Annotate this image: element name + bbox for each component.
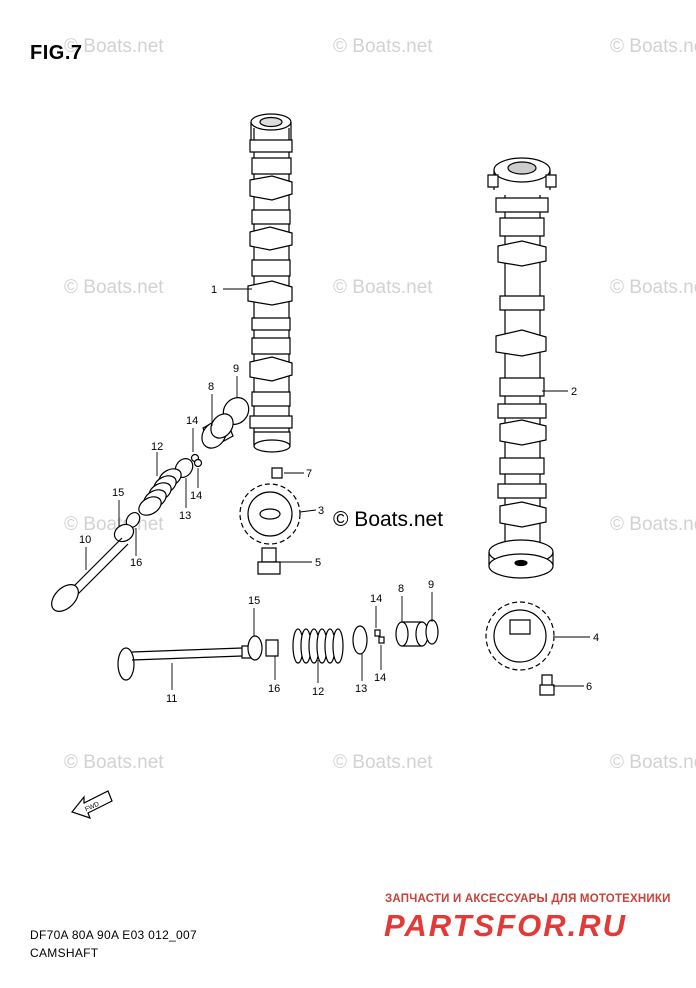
callout-15-upper: 15 (112, 487, 124, 499)
callout-13-upper: 13 (179, 510, 191, 522)
callout-8-upper: 8 (208, 381, 214, 393)
callout-9-lower: 9 (428, 579, 434, 591)
sprocket-3 (239, 483, 301, 545)
brand-tagline: ЗАПЧАСТИ И АКСЕССУАРЫ ДЛЯ МОТОТЕХНИКИ (385, 893, 671, 905)
camshaft-1 (247, 113, 293, 453)
callout-1: 1 (211, 284, 217, 296)
callout-2: 2 (571, 386, 577, 398)
callout-7: 7 (306, 468, 312, 480)
callout-3: 3 (318, 505, 324, 517)
watermark: © Boats.net (333, 36, 433, 57)
callout-16-upper: 16 (130, 557, 142, 569)
callout-16-lower: 16 (268, 683, 280, 695)
callout-9-upper: 9 (233, 363, 239, 375)
fwd-arrow: FWD (70, 790, 113, 819)
model-code: DF70A 80A 90A E03 012_007 (30, 928, 197, 942)
watermark: © Boats.net (610, 36, 696, 57)
callout-4: 4 (593, 632, 599, 644)
figure-title: FIG.7 (30, 42, 83, 64)
sprocket-4 (485, 601, 555, 671)
watermark-center: © Boats.net (333, 508, 444, 531)
callout-14-lower-a: 14 (370, 593, 382, 605)
callout-12-lower: 12 (312, 686, 324, 698)
watermark: © Boats.net (610, 277, 696, 298)
camshaft-2 (487, 157, 557, 579)
callout-10: 10 (79, 534, 91, 546)
brand-logo: PARTSFOR.RU (384, 908, 628, 943)
callout-15-lower: 15 (248, 595, 260, 607)
lower-valve-assembly (117, 601, 555, 696)
callout-14-upper-a: 14 (186, 415, 198, 427)
watermark: © Boats.net (64, 277, 164, 298)
watermark: © Boats.net (64, 752, 164, 773)
watermark: © Boats.net (333, 752, 433, 773)
callout-numbers: 1 2 3 4 5 6 7 8 9 10 11 12 13 14 14 15 1… (79, 284, 599, 705)
callout-12-upper: 12 (151, 441, 163, 453)
watermark: © Boats.net (610, 514, 696, 535)
figure-caption: CAMSHAFT (30, 946, 99, 960)
callout-6: 6 (586, 681, 592, 693)
leader-lines (85, 288, 590, 690)
upper-valve-assembly (51, 397, 301, 612)
watermark: © Boats.net (333, 277, 433, 298)
watermark: © Boats.net (64, 36, 164, 57)
watermark: © Boats.net (610, 752, 696, 773)
callout-5: 5 (315, 557, 321, 569)
callout-11: 11 (166, 693, 177, 705)
callout-8-lower: 8 (398, 583, 404, 595)
callout-14-lower-b: 14 (374, 672, 386, 684)
callout-13-lower: 13 (355, 683, 367, 695)
callout-14-upper-b: 14 (190, 490, 202, 502)
